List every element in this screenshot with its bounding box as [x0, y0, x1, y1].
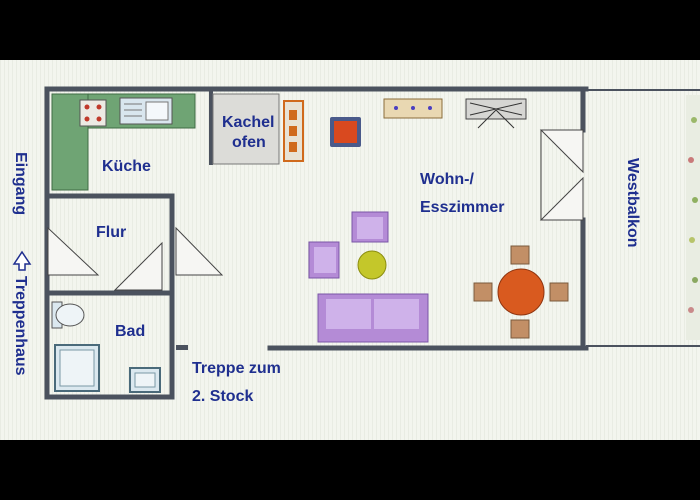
- toilet-icon: [55, 303, 85, 327]
- hall-doors: [47, 226, 224, 291]
- entry-arrow-icon: [12, 250, 32, 271]
- shelf: [283, 100, 304, 162]
- desk: [465, 98, 527, 129]
- lounge-set: [308, 211, 429, 343]
- label-kachel-1: Kachel: [222, 114, 274, 131]
- label-treppe-2: 2. Stock: [192, 388, 253, 405]
- kitchen-counter: [51, 93, 196, 191]
- label-treppenhaus: Treppenhaus: [12, 276, 29, 376]
- label-wohn-2: Esszimmer: [420, 199, 505, 216]
- balcony-outline: [586, 89, 700, 347]
- label-westbalkon: Westbalkon: [624, 158, 641, 248]
- garden-strip: [686, 95, 700, 340]
- balcony-door: [539, 129, 584, 221]
- label-treppe-1: Treppe zum: [192, 360, 281, 377]
- bottom-black-band: [0, 440, 700, 500]
- bathroom-fixtures: [51, 301, 161, 393]
- label-flur: Flur: [96, 224, 126, 241]
- label-eingang: Eingang: [12, 152, 29, 215]
- label-kueche: Küche: [102, 158, 151, 175]
- stove-icon: [79, 99, 107, 127]
- door-posts: [176, 89, 213, 350]
- sideboard: [383, 98, 443, 119]
- dining-set: [473, 245, 569, 339]
- label-bad: Bad: [115, 323, 145, 340]
- label-kachel-2: ofen: [232, 134, 266, 151]
- top-black-band: [0, 0, 700, 60]
- walls: [44, 86, 589, 400]
- armchair: [330, 117, 361, 147]
- tiled-stove: [212, 93, 280, 165]
- label-wohn-1: Wohn-/: [420, 171, 474, 188]
